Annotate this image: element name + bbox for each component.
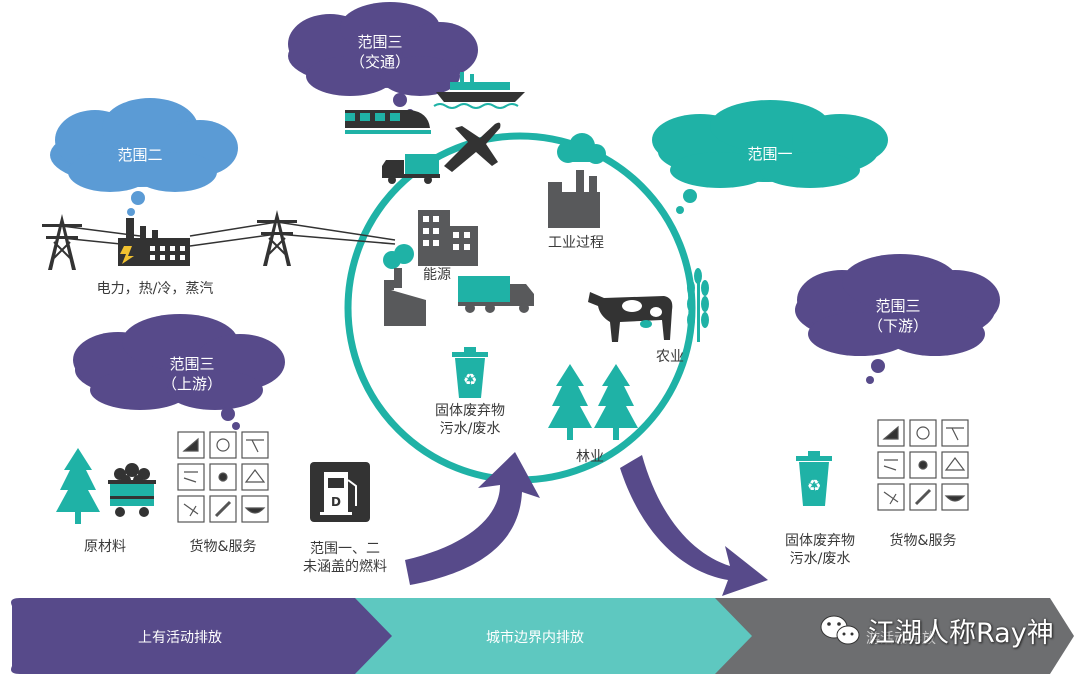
label-solid-waste: 固体废弃物 污水/废水 <box>420 402 520 438</box>
inbound-arrow <box>405 452 540 585</box>
cloud-label-scope2: 范围二 <box>117 146 163 164</box>
cloud-label-scope3-downstream: 范围三 （下游） <box>858 296 938 336</box>
cloud-label-scope1: 范围一 <box>747 145 793 163</box>
mining-cart-icon <box>108 463 156 517</box>
factory-icon-energy <box>383 244 426 326</box>
cloud-label-line: 范围三 <box>357 33 403 51</box>
label-forestry: 林业 <box>576 449 604 465</box>
label-line: 范围一、二 <box>310 541 380 557</box>
band-downstream <box>700 598 1074 674</box>
band-label-in-boundary: 城市边界内排放 <box>486 630 584 646</box>
goods-grid-icon-downstream <box>877 419 969 511</box>
label-electricity: 电力，热/冷，蒸汽 <box>96 281 214 297</box>
cloud-scope3-upstream <box>73 314 285 430</box>
label-line: 未涵盖的燃料 <box>303 559 387 575</box>
truck-icon-large <box>458 276 534 313</box>
cloud-scope1 <box>652 100 888 214</box>
band-upstream <box>11 598 392 674</box>
label-raw-materials: 原材料 <box>84 539 126 555</box>
band-in-boundary <box>345 598 752 674</box>
factory-icon-industrial <box>548 133 606 228</box>
label-solid-waste-downstream: 固体废弃物 污水/废水 <box>770 532 870 568</box>
label-line: 固体废弃物 <box>435 403 505 419</box>
svg-text:♻: ♻ <box>807 476 821 495</box>
cloud-scope2 <box>50 98 238 216</box>
cloud-label-line: （交通） <box>349 53 410 71</box>
cloud-scope3-transport <box>288 2 478 117</box>
label-industrial-process: 工业过程 <box>548 235 604 251</box>
wechat-icon <box>820 615 860 645</box>
tree-icon-raw <box>56 448 100 524</box>
goods-grid-icon-upstream <box>177 431 269 523</box>
label-goods-services-downstream: 货物&服务 <box>889 533 957 549</box>
label-agriculture: 农业 <box>656 349 684 365</box>
plane-icon <box>444 122 501 172</box>
cow-icon <box>588 292 673 342</box>
recycle-bin-icon-downstream: ♻ <box>796 451 832 506</box>
ship-icon <box>433 72 525 109</box>
bottom-bands <box>11 598 1074 674</box>
cloud-label-line: （下游） <box>867 317 928 335</box>
fuel-pump-icon: D <box>310 462 370 522</box>
cloud-label-line: 范围三 <box>169 355 215 373</box>
svg-text:♻: ♻ <box>463 370 477 389</box>
cloud-scope3-downstream <box>795 254 1000 384</box>
watermark-text: 江湖人称Ray神 <box>868 617 1054 649</box>
train-icon <box>345 110 431 134</box>
label-line: 污水/废水 <box>789 551 851 567</box>
label-energy: 能源 <box>423 267 451 283</box>
wheat-icon <box>687 268 709 342</box>
label-line: 固体废弃物 <box>785 533 855 549</box>
cloud-label-line: （上游） <box>161 375 222 393</box>
outbound-arrow <box>620 455 768 596</box>
power-grid-icon <box>41 209 396 271</box>
cloud-label-scope3-transport: 范围三 （交通） <box>340 32 420 72</box>
cloud-label-scope3-upstream: 范围三 （上游） <box>152 354 232 394</box>
truck-icon-small <box>382 154 440 184</box>
cloud-label-line: 范围三 <box>875 297 921 315</box>
svg-text:D: D <box>331 495 341 509</box>
tree-icons-forestry <box>548 364 638 440</box>
label-fuel-note: 范围一、二 未涵盖的燃料 <box>290 540 400 576</box>
band-label-downstream: 游活动排放 <box>866 631 936 647</box>
buildings-icon <box>418 210 478 266</box>
recycle-bin-icon-center: ♻ <box>452 347 488 398</box>
label-line: 污水/废水 <box>439 421 501 437</box>
band-label-upstream: 上有活动排放 <box>138 630 222 646</box>
watermark: 江湖人称Ray神 <box>812 608 1068 652</box>
label-goods-services-upstream: 货物&服务 <box>189 539 257 555</box>
